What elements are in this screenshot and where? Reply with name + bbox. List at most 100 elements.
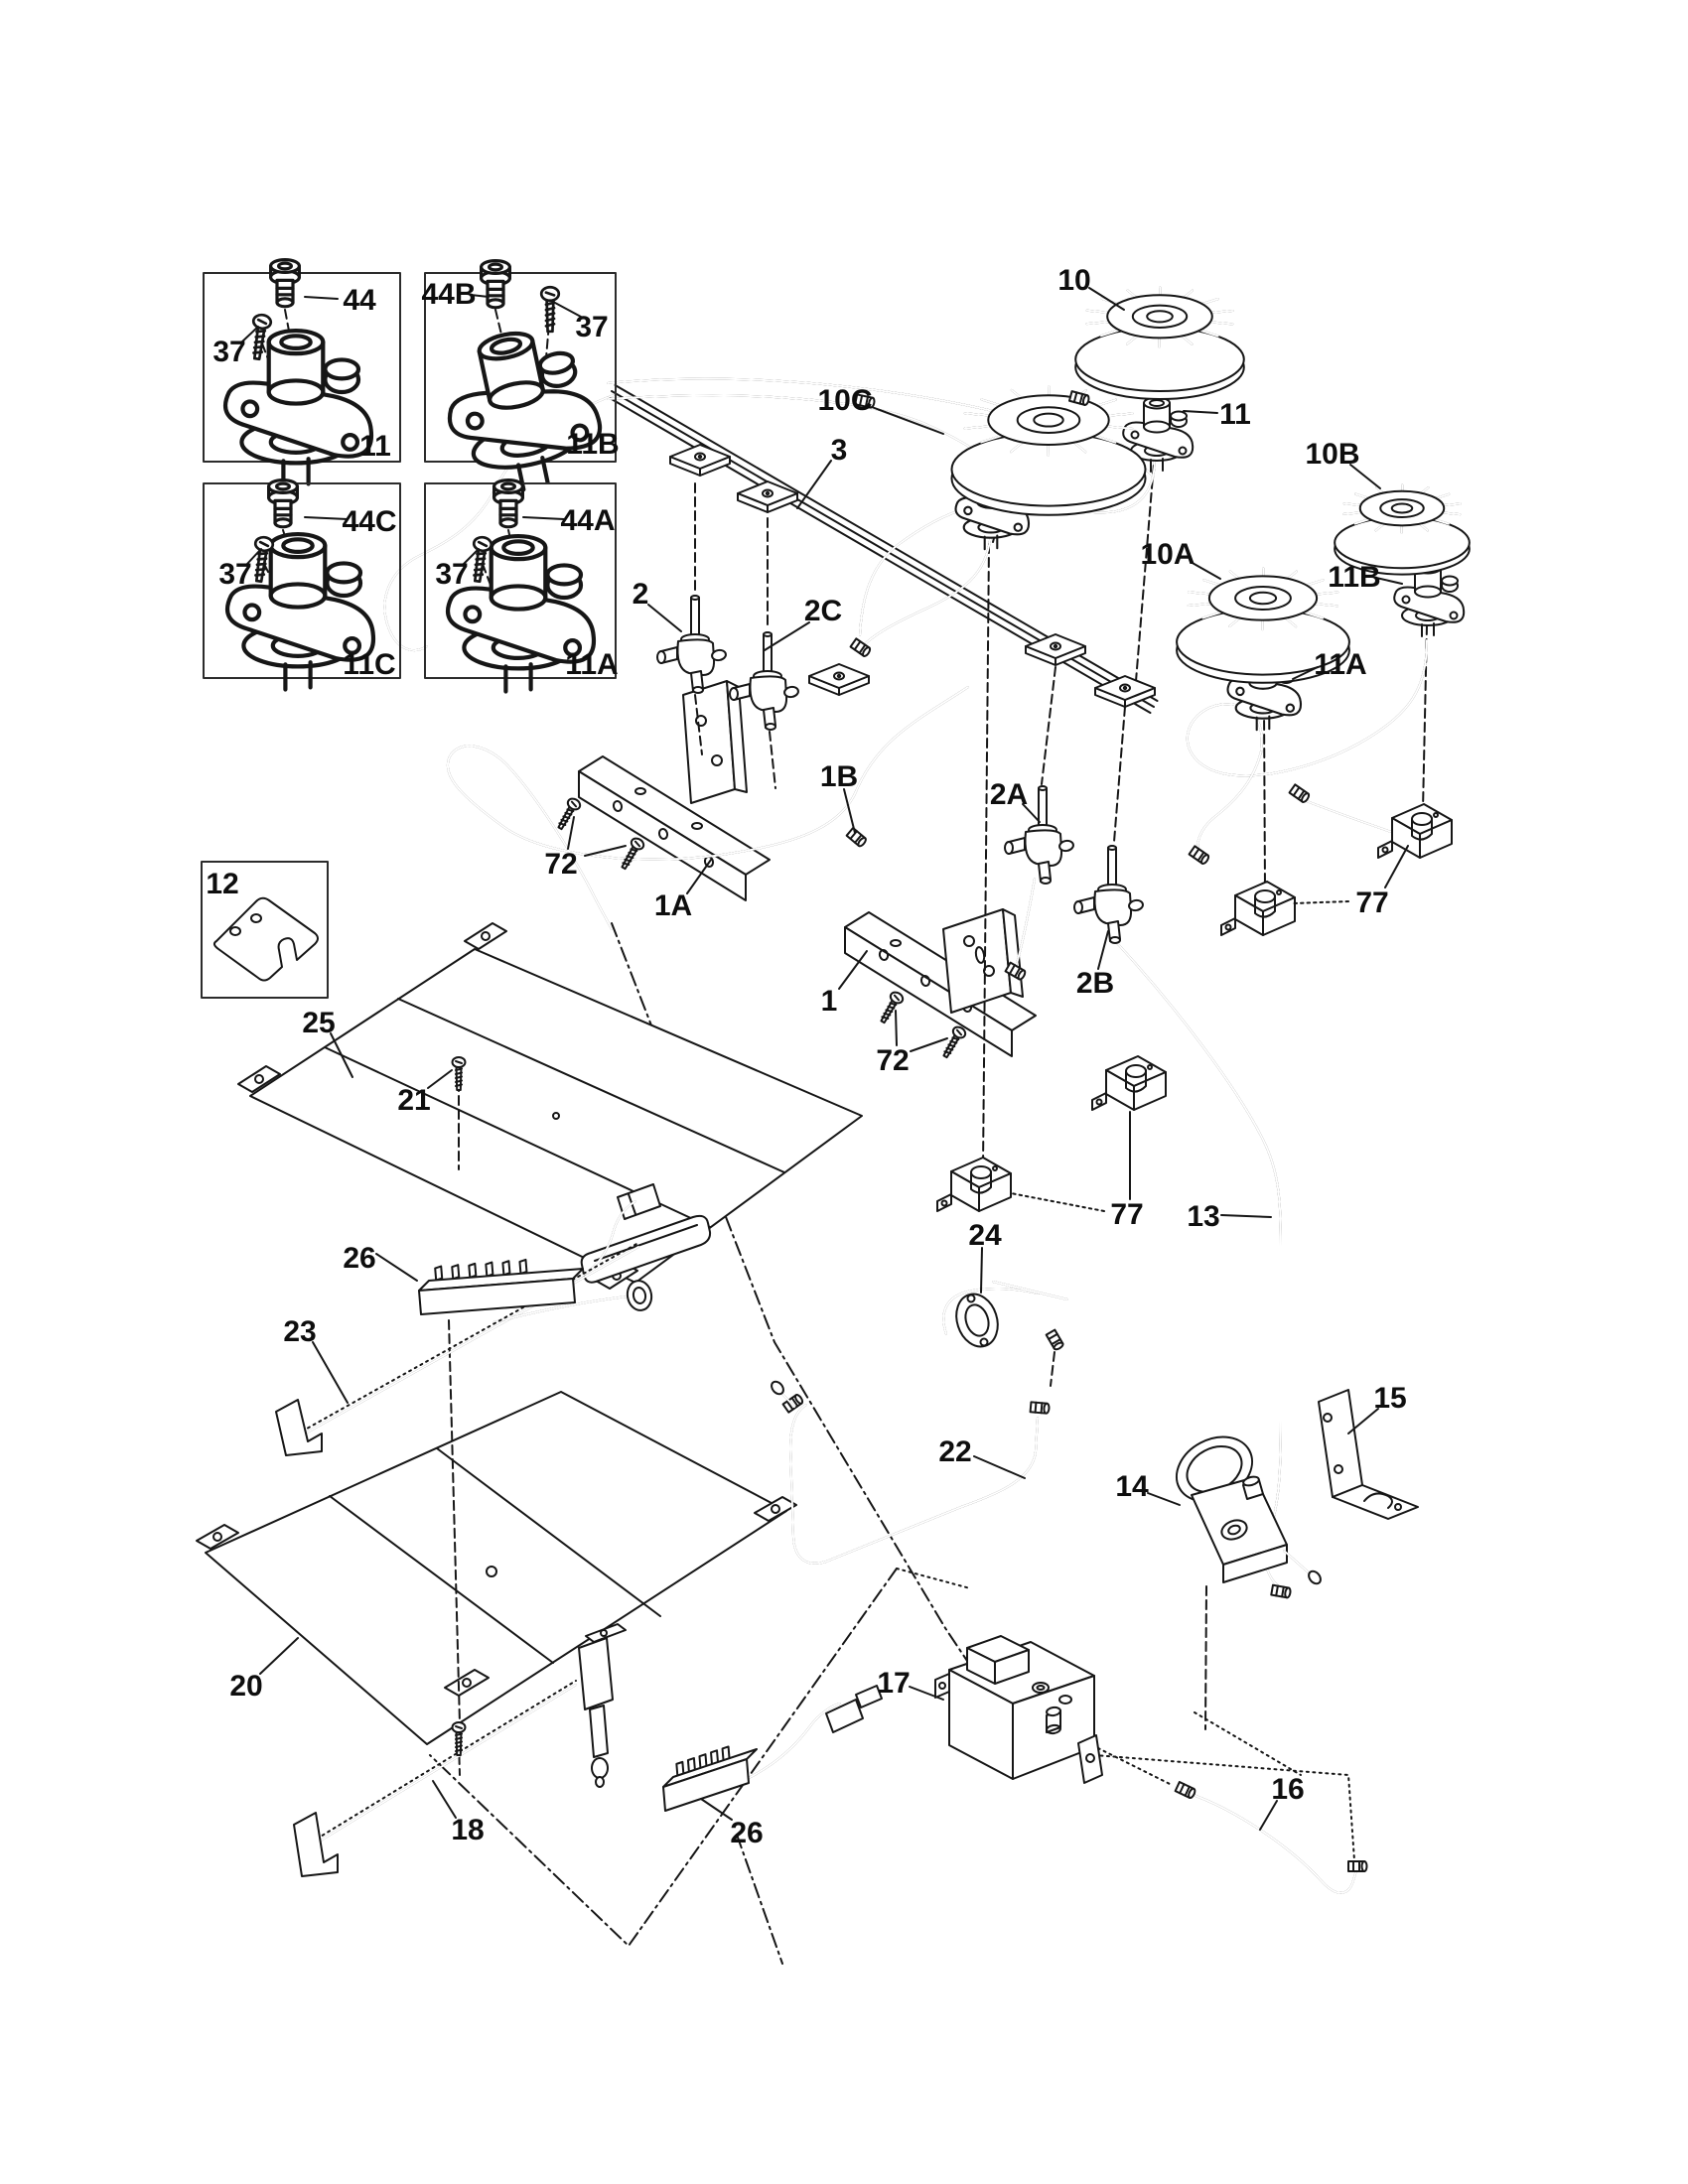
terminal-pin [518,1258,528,1275]
clamp-notch [970,1165,992,1179]
leader-line [1147,1492,1181,1506]
nut-facet [858,643,867,654]
flange-hole [463,605,483,624]
hole [878,949,890,961]
hole [1323,1413,1333,1423]
bracket-side [1262,896,1296,936]
head-slot [955,1028,963,1036]
hole [955,1293,999,1348]
stub-face [1040,877,1052,885]
strip-front [662,1758,750,1812]
hole [979,1337,989,1347]
part-label-23: 23 [283,1315,316,1348]
bracket-foot [936,1193,952,1212]
orifice-hole [762,488,774,498]
thread [455,1732,463,1736]
outlet-port [711,648,727,662]
electrode-tip [1441,575,1459,587]
main-parts [418,286,1471,1872]
part-label-77: 77 [1110,1198,1143,1231]
cylinder-bore [489,337,523,355]
nut-face [1284,1586,1292,1599]
tube-core [1283,1550,1312,1575]
tube-outline [1196,751,1262,853]
hole [250,913,262,923]
leader-line [871,406,944,435]
leader-line [1022,803,1041,823]
hole [1046,1723,1061,1735]
orifice-hole [1050,641,1061,651]
thread [945,1046,954,1051]
part-label-22: 22 [938,1435,971,1468]
flange-hole [465,411,485,431]
leader-line [909,1686,944,1701]
thread [254,573,266,577]
sheet-metal-face [726,680,748,793]
clamp-notch [1411,812,1433,826]
hole [771,1380,784,1396]
leader-line-dotted [1292,900,1349,904]
flange [446,586,597,664]
part-label-3: 3 [831,434,848,467]
screw [557,797,582,831]
orifice-dot [836,673,842,679]
thread [566,808,575,813]
nut-face [1301,792,1311,803]
part-label-2: 2 [633,578,649,611]
thread [252,350,264,354]
thread [455,1075,463,1079]
leader-line [647,604,682,632]
part-outline [212,896,319,982]
nut-face [1200,854,1210,865]
dashed-reference-line [1050,1351,1055,1387]
nut-facet [859,394,864,407]
part-label-44A: 44A [560,504,615,537]
hole [1036,1685,1046,1691]
construction-line [736,1834,783,1965]
part-label-1B: 1B [820,760,858,793]
thread [544,312,556,317]
flange-hole [343,635,362,655]
nut-face [1017,969,1027,981]
nut-facet [854,834,863,844]
thread [887,1005,896,1010]
dashed-reference-line [694,694,703,755]
tube-fitting-nut [1270,1583,1292,1599]
tube-core [789,1404,1039,1565]
leader-line [1384,845,1409,888]
sheet-metal-face [1077,1734,1103,1784]
orifice-holder-plate [669,444,731,477]
sheet-metal-face [1222,1544,1288,1583]
terminal-pin [468,1262,478,1279]
flange-hole [563,637,583,657]
leader-line [1088,287,1125,311]
hole [1058,1695,1072,1705]
cap-tip [273,517,293,529]
tube-fitting-nut [1067,390,1090,406]
nut-face [1360,1860,1368,1872]
construction-line [896,1568,971,1589]
leader-line [764,621,810,651]
sheet-metal-face [196,1524,239,1550]
clamp-notch-wall [1411,817,1433,841]
stem-top [763,631,773,637]
leader-line [910,1037,948,1052]
tube-core [446,686,969,930]
hole [1308,1570,1322,1585]
sealed-burner-head [1334,483,1471,576]
stem-top [1038,785,1048,791]
head-slot [544,291,556,297]
screw [451,1721,467,1756]
bracket-side [1419,819,1453,859]
nut-facet [1184,1785,1191,1797]
nut-facet [1034,1401,1038,1414]
hole [966,1294,976,1303]
head-slot [570,800,578,808]
hole [1046,1706,1061,1717]
bracket-side [1133,1071,1167,1111]
part-label-11A: 11A [1314,648,1366,681]
part-label-10A: 10A [1140,538,1195,571]
inset-detail-box-12 [201,861,329,999]
sheet-metal-face [444,1669,490,1697]
